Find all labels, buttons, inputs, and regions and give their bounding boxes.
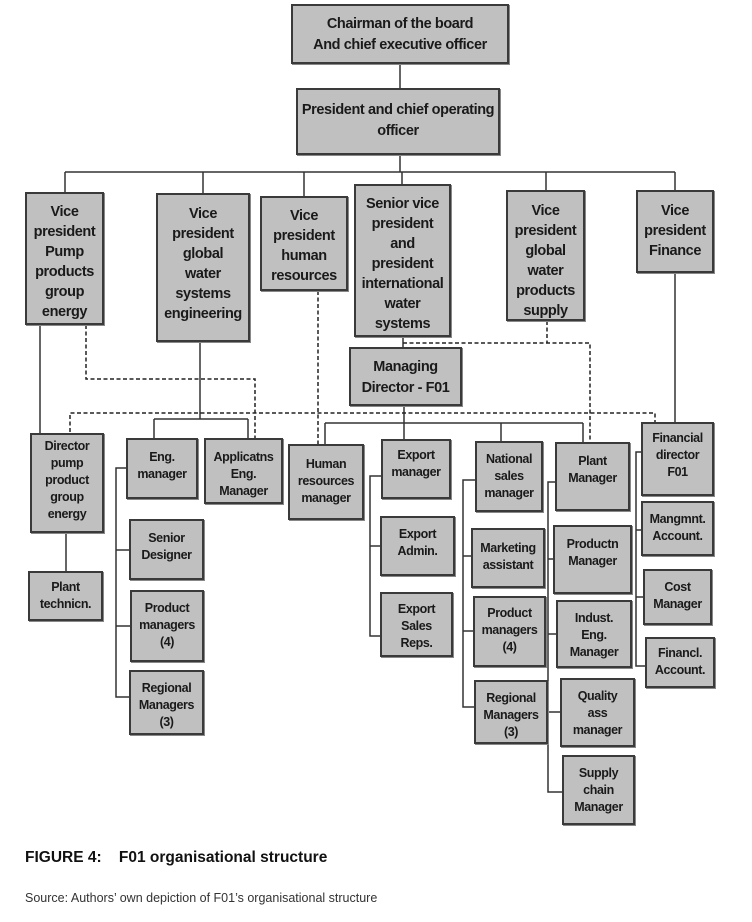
- export-manager-box: Export manager: [381, 439, 451, 499]
- vp-finance-box: Vice president Finance: [636, 190, 714, 273]
- senior-designer-box: Senior Designer: [129, 519, 204, 580]
- marketing-assistant-box: Marketing assistant: [471, 528, 545, 588]
- plant-technician-box: Plant technicn.: [28, 571, 103, 621]
- managing-director-box: Managing Director - F01: [349, 347, 462, 406]
- regional-managers-eng-box: Regional Managers (3): [129, 670, 204, 735]
- production-manager-box: Productn Manager: [553, 525, 632, 594]
- eng-manager-box: Eng. manager: [126, 438, 198, 499]
- quality-manager-box: Quality ass manager: [560, 678, 635, 747]
- financial-accountant-box: Financl. Account.: [645, 637, 715, 688]
- svp-international-box: Senior vice president and president inte…: [354, 184, 451, 337]
- plant-manager-box: Plant Manager: [555, 442, 630, 511]
- product-managers-sales-box: Product managers (4): [473, 596, 546, 667]
- financial-director-box: Financial director F01: [641, 422, 714, 496]
- chairman-box: Chairman of the board And chief executiv…: [291, 4, 509, 64]
- director-pump-box: Director pump product group energy: [30, 433, 104, 533]
- hr-manager-box: Human resources manager: [288, 444, 364, 520]
- supply-chain-manager-box: Supply chain Manager: [562, 755, 635, 825]
- management-accountant-box: Mangmnt. Account.: [641, 501, 714, 556]
- indust-eng-manager-box: Indust. Eng. Manager: [556, 600, 632, 668]
- export-admin-box: Export Admin.: [380, 516, 455, 576]
- product-managers-eng-box: Product managers (4): [130, 590, 204, 662]
- export-sales-reps-box: Export Sales Reps.: [380, 592, 453, 657]
- figure-caption: FIGURE 4: F01 organisational structure: [25, 849, 328, 866]
- cost-manager-box: Cost Manager: [643, 569, 712, 625]
- vp-pump-box: Vice president Pump products group energ…: [25, 192, 104, 325]
- vp-global-water-systems-box: Vice president global water systems engi…: [156, 193, 250, 342]
- president-box: President and chief operating officer: [296, 88, 500, 155]
- vp-supply-box: Vice president global water products sup…: [506, 190, 585, 321]
- applications-eng-manager-box: Applicatns Eng. Manager: [204, 438, 283, 504]
- national-sales-manager-box: National sales manager: [475, 441, 543, 512]
- regional-managers-sales-box: Regional Managers (3): [474, 680, 548, 744]
- vp-human-resources-box: Vice president human resources: [260, 196, 348, 291]
- figure-source: Source: Authors’ own depiction of F01’s …: [25, 891, 378, 905]
